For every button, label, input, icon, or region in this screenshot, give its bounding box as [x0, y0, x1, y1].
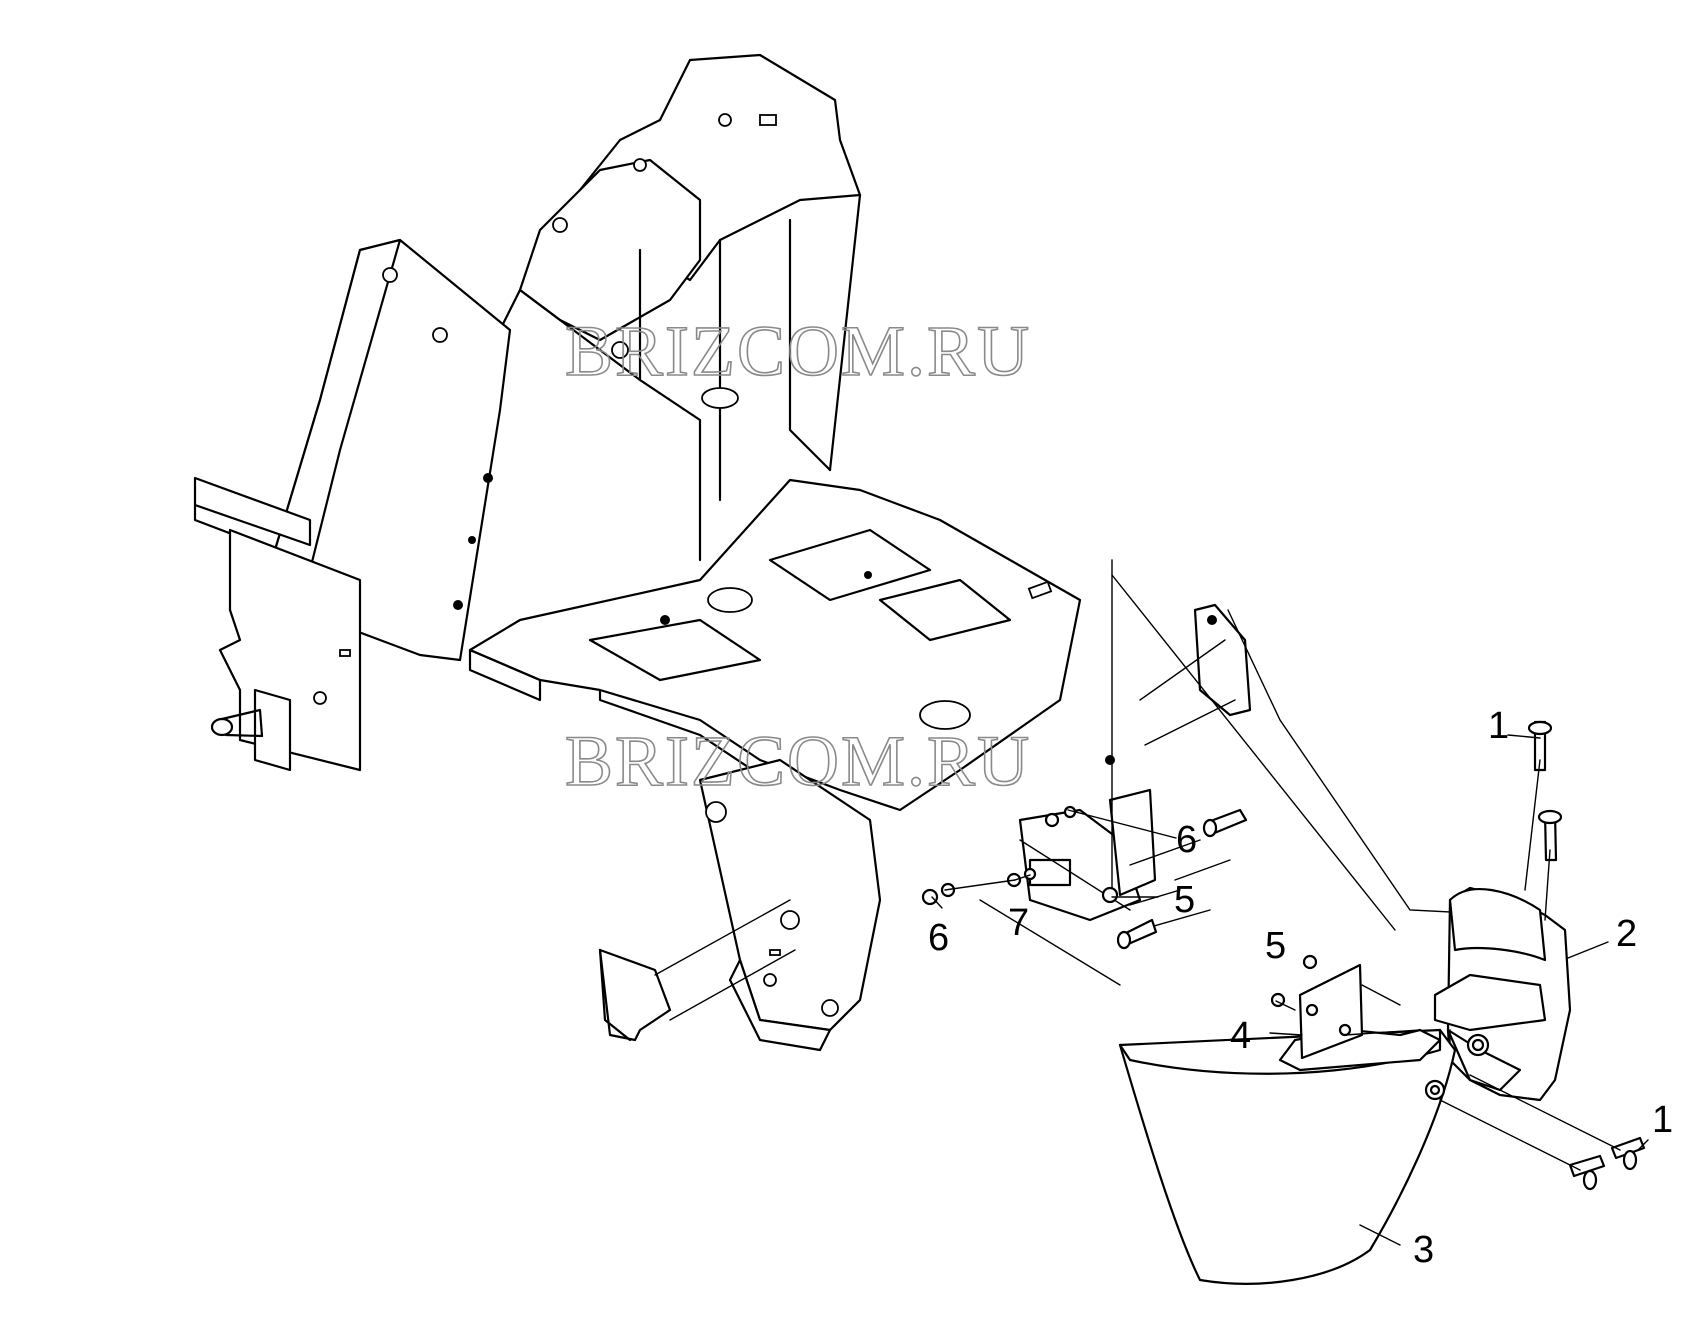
watermark: BRIZCOM.RU BRIZCOM.RU — [564, 310, 1031, 802]
callout-2: 2 — [1616, 913, 1637, 955]
callout-6-right: 6 — [1176, 819, 1197, 861]
callout-1-top: 1 — [1488, 705, 1509, 747]
watermark-lower: BRIZCOM.RU — [565, 721, 1031, 801]
weight-part-2 — [1433, 886, 1572, 1102]
weight-part-3 — [1118, 1028, 1457, 1285]
callout-4: 4 — [1230, 1015, 1251, 1057]
callout-5-right: 5 — [1174, 879, 1195, 921]
callout-6-left: 6 — [928, 917, 949, 959]
chassis-frame — [193, 53, 1511, 1052]
callout-leaders — [931, 734, 1649, 1246]
callout-7: 7 — [1008, 902, 1029, 944]
callout-labels: 1 2 6 5 7 6 5 4 1 3 — [928, 705, 1673, 1271]
bolts-1 — [1439, 720, 1646, 1191]
watermark-upper: BRIZCOM.RU — [565, 311, 1031, 391]
callout-5-lower: 5 — [1265, 925, 1286, 967]
plate-part-4 — [1270, 954, 1421, 1060]
callout-1-bottom: 1 — [1652, 1099, 1673, 1141]
fasteners — [921, 805, 1248, 950]
callout-3: 3 — [1413, 1229, 1434, 1271]
